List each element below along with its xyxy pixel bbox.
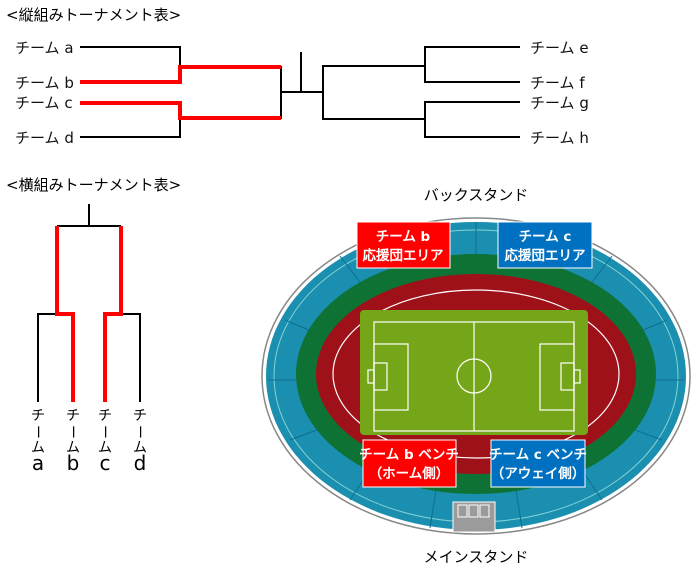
- team-c-vertical-label: チ ー ム c: [96, 408, 112, 475]
- team-g-label: チーム g: [530, 94, 589, 112]
- horizontal-bracket-title: <横組みトーナメント表>: [6, 176, 181, 194]
- team-b-label: チーム b: [15, 74, 74, 92]
- svg-text:チ: チ: [98, 408, 112, 424]
- svg-text:ム: ム: [133, 440, 147, 456]
- team-c-bench: チーム c ベンチ （アウェイ側）: [489, 439, 587, 488]
- svg-text:チ: チ: [133, 408, 147, 424]
- vertical-bracket: <縦組みトーナメント表> チーム a チーム b チーム c チーム d チーム…: [6, 6, 589, 147]
- team-c-label: チーム c: [15, 94, 73, 112]
- svg-text:ー: ー: [96, 425, 112, 439]
- svg-text:ム: ム: [98, 440, 112, 456]
- team-b-vertical-label: チ ー ム b: [64, 408, 80, 475]
- svg-text:（アウェイ側）: （アウェイ側）: [491, 465, 586, 482]
- svg-text:応援団エリア: 応援団エリア: [505, 247, 586, 264]
- svg-text:ー: ー: [131, 425, 147, 439]
- svg-text:ー: ー: [29, 425, 45, 439]
- horizontal-bracket: <横組みトーナメント表> チ ー ム a チ ー ム b: [6, 176, 181, 475]
- svg-text:ム: ム: [31, 440, 45, 456]
- svg-text:c: c: [100, 451, 111, 475]
- team-b-bench: チーム b ベンチ （ホーム側）: [359, 439, 459, 488]
- team-e-label: チーム e: [530, 39, 589, 57]
- main-stand-label: メインスタンド: [424, 548, 529, 566]
- back-stand-label: バックスタンド: [424, 186, 529, 204]
- stadium-map: バックスタンド: [261, 186, 691, 566]
- svg-text:d: d: [134, 451, 147, 475]
- svg-text:チ: チ: [31, 408, 45, 424]
- svg-text:チーム b ベンチ: チーム b ベンチ: [359, 447, 459, 463]
- team-a-vertical-label: チ ー ム a: [29, 408, 45, 475]
- svg-text:応援団エリア: 応援団エリア: [363, 247, 444, 264]
- team-c-supporter-area: チーム c 応援団エリア: [497, 221, 593, 269]
- svg-text:チーム c ベンチ: チーム c ベンチ: [489, 447, 587, 463]
- main-stand-structure: [452, 501, 496, 533]
- svg-text:a: a: [32, 451, 44, 475]
- svg-text:チーム b: チーム b: [376, 229, 431, 245]
- team-b-supporter-area: チーム b 応援団エリア: [356, 221, 451, 269]
- vertical-bracket-title: <縦組みトーナメント表>: [6, 6, 181, 24]
- svg-text:b: b: [67, 451, 80, 475]
- svg-text:チ: チ: [66, 408, 80, 424]
- team-a-label: チーム a: [15, 39, 74, 57]
- bracket-lines-black: [80, 46, 520, 138]
- team-f-label: チーム f: [530, 74, 585, 92]
- team-d-label: チーム d: [15, 129, 74, 147]
- svg-text:ー: ー: [64, 425, 80, 439]
- svg-text:（ホーム側）: （ホーム側）: [369, 465, 450, 482]
- svg-text:チーム c: チーム c: [519, 229, 572, 245]
- pitch-markings: [367, 321, 581, 432]
- bracket-lines-highlight: [80, 65, 281, 120]
- team-d-vertical-label: チ ー ム d: [131, 408, 147, 475]
- team-h-label: チーム h: [530, 129, 589, 147]
- svg-text:ム: ム: [66, 440, 80, 456]
